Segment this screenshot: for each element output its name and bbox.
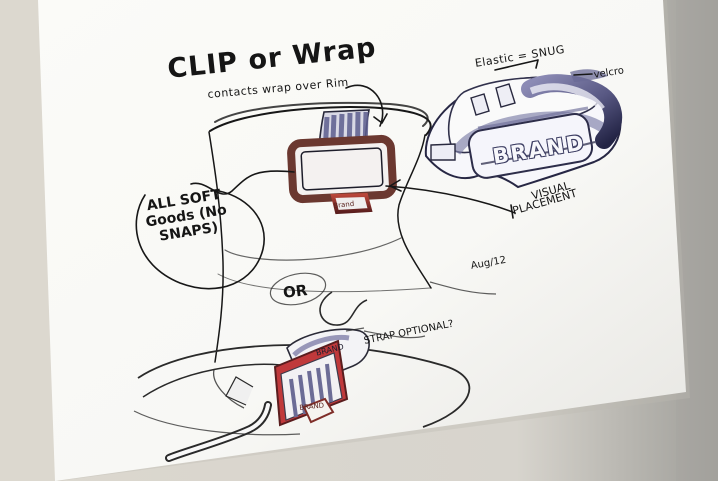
lower-clip-sketch: [137, 291, 471, 462]
wristband-sketch: [424, 69, 623, 189]
secondary-sketch-lines: [133, 272, 497, 436]
wall-shadow: [676, 0, 718, 481]
callout-lines: [135, 59, 593, 290]
top-cylinder-sketch: [208, 101, 432, 363]
or-note: OR: [282, 281, 309, 302]
